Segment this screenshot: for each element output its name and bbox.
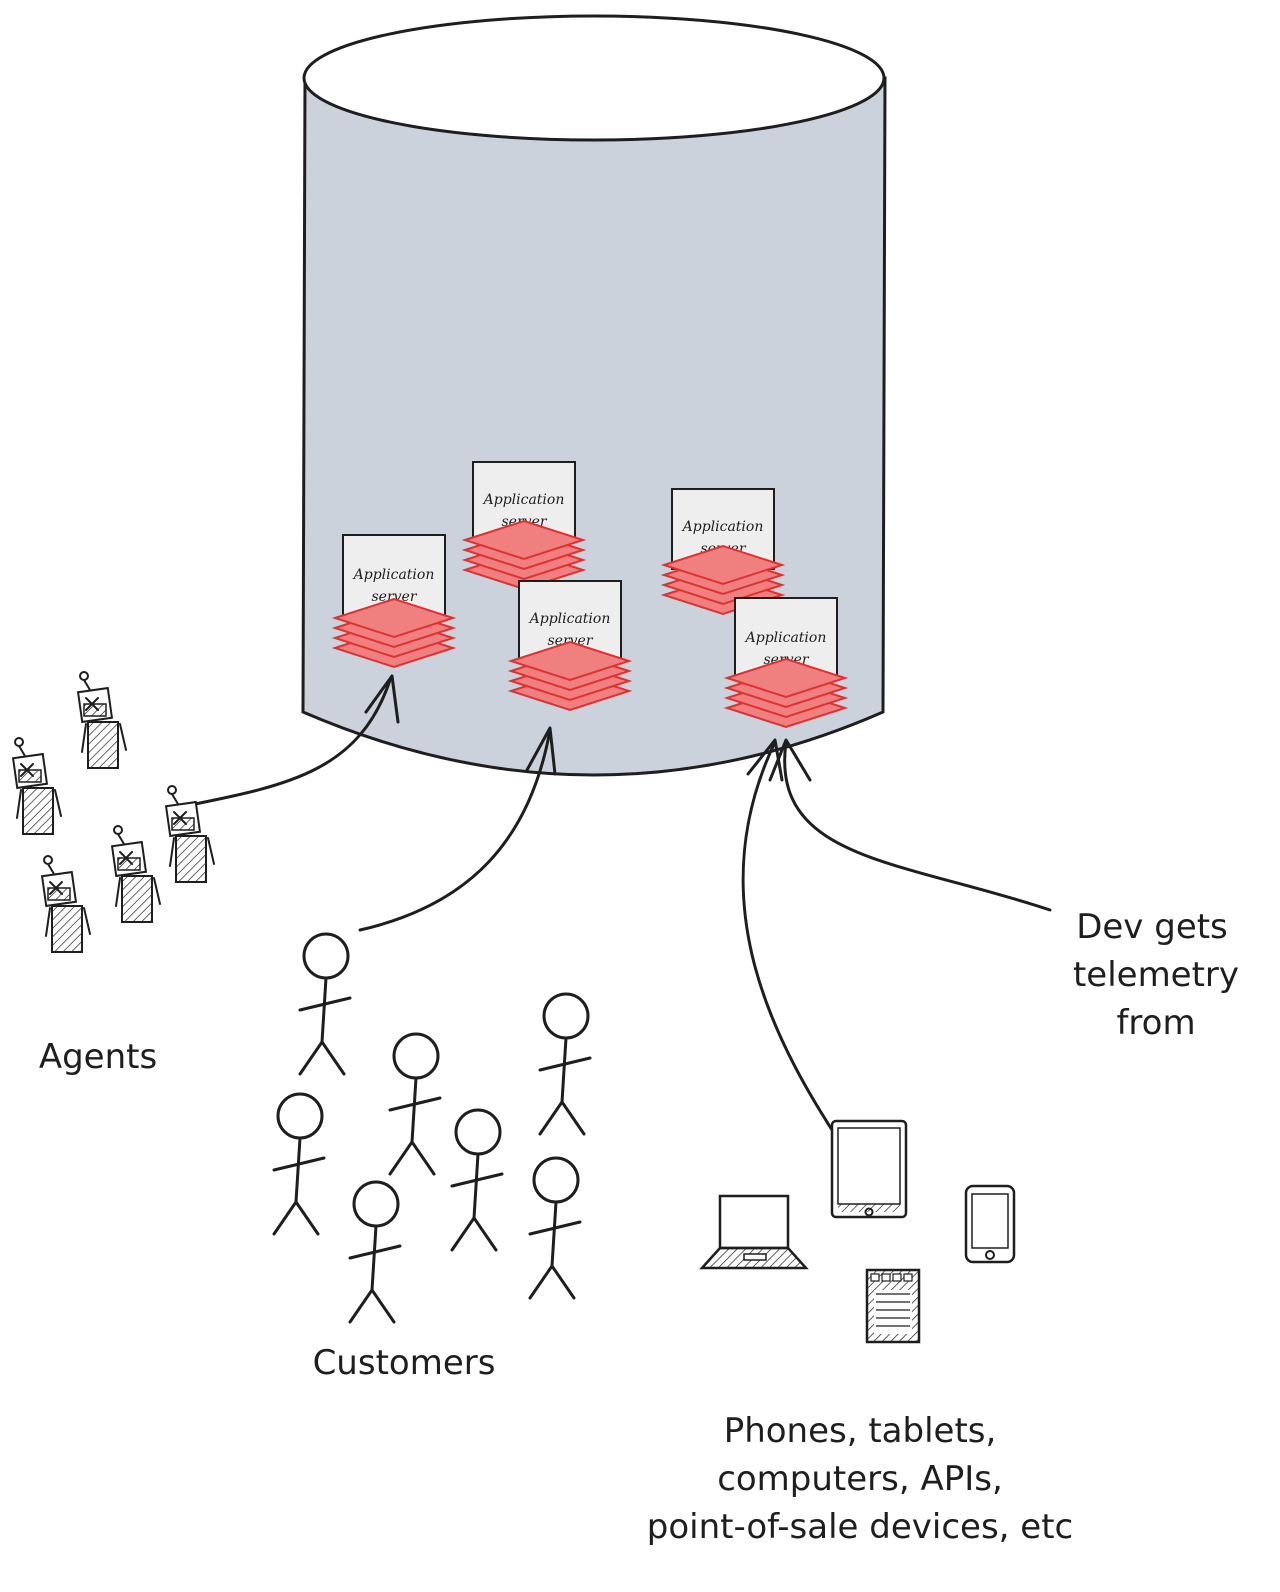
server-label-line1: Application [482,492,565,508]
robot-agent-icon [12,737,63,835]
stick-figure-icon [298,932,352,1076]
server-label-line1: Application [528,611,611,627]
robot-agent-icon [41,855,91,953]
server-layer-stack [723,657,849,729]
application-servers: Application server Application server [331,461,849,729]
agents-label: Agents [39,1037,157,1077]
stick-figure-icon [528,1156,582,1300]
stick-figure-icon [388,1032,442,1176]
devices-label-line3: point-of-sale devices, etc [647,1507,1073,1547]
application-server: Application server [660,488,786,616]
arrow-dev-telemetry [768,738,1052,912]
server-layer-stack [507,640,633,712]
phone-icon [964,1184,1016,1264]
robot-agent-icon [111,825,161,923]
server-label-line1: Application [744,630,827,646]
robot-agent-icon [77,671,127,769]
arrow-agents-to-server [188,674,400,807]
laptop-icon [699,1194,809,1270]
server-layer-stack [331,597,457,669]
tablet-icon [830,1119,908,1219]
arrow-customers-to-server [358,726,557,932]
stick-figure-icon [450,1108,504,1252]
devices-label-line2: computers, APIs, [717,1459,1003,1499]
application-server: Application server [461,461,587,591]
server-label-line2: server [371,589,417,605]
arrows [188,674,1052,1162]
cylinder-top [302,14,886,142]
server-layer-stack [660,544,786,616]
application-server: Application server [331,534,457,669]
stick-figure-icon [272,1092,326,1236]
server-label-line1: Application [681,519,764,535]
server-layer-stack [461,519,587,591]
application-server: Application server [723,597,849,729]
devices-group: Phones, tablets, computers, APIs, point-… [647,1119,1073,1547]
dev-label-line1: Dev gets [1076,907,1228,947]
application-server: Application server [507,580,633,712]
dev-label-line3: from [1116,1003,1195,1043]
pos-device-icon [865,1268,921,1344]
devices-label-line1: Phones, tablets, [724,1411,997,1451]
dev-label-line2: telemetry [1073,955,1239,995]
arrow-devices-to-server [741,738,854,1162]
customers-label: Customers [313,1343,496,1383]
stick-figure-icon [348,1180,402,1324]
server-label-line1: Application [352,567,435,583]
agents-group: Agents [12,671,215,1077]
stick-figure-icon [538,992,592,1136]
dev-telemetry-label: Dev gets telemetry from [1073,907,1239,1043]
customers-group: Customers [272,932,592,1383]
